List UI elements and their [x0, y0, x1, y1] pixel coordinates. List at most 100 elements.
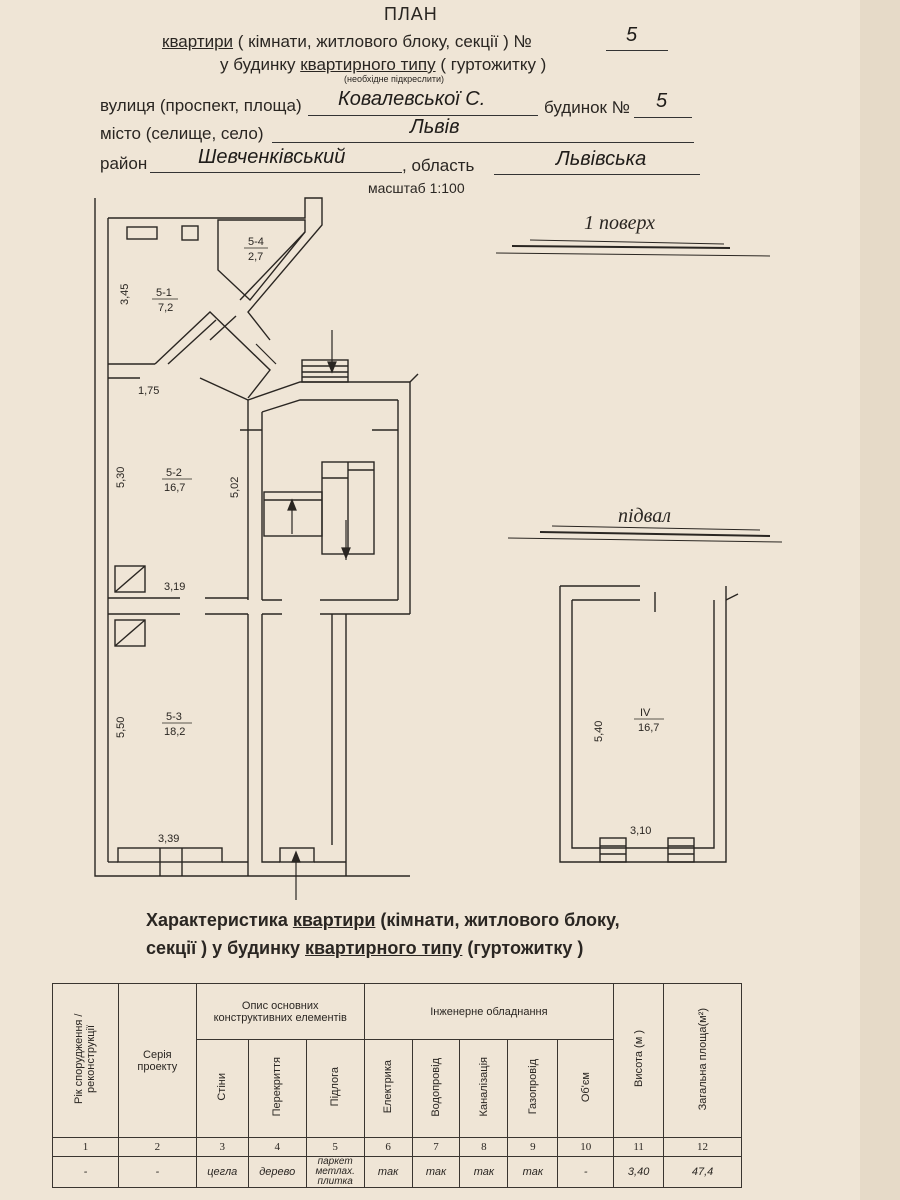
city-fill-line: [272, 142, 694, 143]
value-floor: паркет метлах. плитка: [305, 1156, 365, 1188]
table-value-row: - - цегла дерево паркет метлах. плитка т…: [52, 1156, 742, 1188]
header-construct-group-text: Опис основних конструктивних елементів: [213, 999, 347, 1024]
header-electric-text: Електрика: [382, 1060, 395, 1114]
heading-2-part-c: (гуртожитку ): [462, 938, 584, 958]
house-label: будинок №: [544, 98, 630, 117]
value-floors-over: дерево: [247, 1156, 307, 1188]
col-number: 1: [52, 1137, 119, 1157]
district-value: Шевченківський: [198, 146, 346, 168]
room-5-4-id: 5-4: [248, 236, 264, 248]
header-year: Рік спорудження / реконструкції: [52, 983, 119, 1138]
table-header-row-2: Стіни Перекриття Підлога Електрика Водоп…: [53, 1039, 742, 1138]
header-sewer: Каналізація: [459, 1039, 509, 1138]
dim-5-3-width: 3,39: [158, 833, 179, 845]
header-engineering-group-text: Інженерне обладнання: [430, 1005, 548, 1018]
header-height-text: Висота (м ): [632, 1030, 645, 1088]
characteristics-heading-1: Характеристика квартири (кімнати, житлов…: [146, 910, 620, 931]
region-fill-line: [494, 174, 700, 175]
header-walls: Стіни: [195, 1039, 249, 1138]
table-number-row: 1 2 3 4 5 6 7 8 9 10 11 12: [52, 1137, 742, 1157]
street-label: вулиця (проспект, площа): [100, 96, 302, 115]
room-5-2-id: 5-2: [166, 467, 182, 479]
header-water-text: Водопровід: [430, 1057, 442, 1117]
header-engineering-group: Інженерне обладнання: [363, 982, 615, 1041]
header-apartment-word: квартири: [162, 32, 234, 51]
basement-label: підвал: [618, 505, 671, 527]
dim-5-2-width: 3,19: [164, 581, 185, 593]
heading-1-part-b: квартири: [292, 910, 376, 930]
region-label: , область: [402, 156, 475, 175]
room-5-3-id: 5-3: [166, 711, 182, 723]
room-IV-area: 16,7: [638, 722, 659, 734]
col-number: 2: [117, 1137, 197, 1157]
room-5-2-area: 16,7: [164, 482, 185, 494]
heading-1-part-a: Характеристика: [146, 910, 293, 930]
room-5-1-id: 5-1: [156, 287, 172, 299]
dim-IV-height: 5,40: [593, 721, 605, 742]
floor-1-label: 1 поверх: [584, 212, 656, 234]
header-water: Водопровід: [411, 1039, 461, 1138]
district-fill-line: [150, 172, 402, 173]
col-number: 5: [305, 1137, 365, 1157]
header-area-text: Загальна площа(м²): [696, 1007, 709, 1111]
col-number: 12: [663, 1137, 742, 1157]
value-gas: так: [507, 1156, 559, 1188]
page-edge: [860, 0, 900, 1200]
header-walls-text: Стіни: [216, 1073, 229, 1101]
header-line-1-rest: ( кімнати, житлового блоку, секції ) №: [237, 32, 532, 51]
header-line-2: у будинку квартирного типу ( гуртожитку …: [220, 55, 546, 75]
header-area: Загальна площа(м²): [663, 983, 742, 1138]
header-year-text: Рік спорудження / реконструкції: [73, 1013, 98, 1105]
col-number: 3: [195, 1137, 249, 1157]
room-IV-id: IV: [640, 707, 651, 719]
value-walls: цегла: [195, 1156, 249, 1188]
apartment-number: 5: [626, 24, 638, 46]
value-volume: -: [557, 1156, 615, 1188]
value-area: 47,4: [663, 1156, 742, 1188]
table-header-row-1: Рік спорудження / реконструкції Серія пр…: [52, 982, 742, 1138]
underline-note: (необхідне підкреслити): [344, 74, 445, 84]
header-gas: Газопровід: [507, 1039, 559, 1138]
header-height: Висота (м ): [613, 983, 665, 1138]
dim-5-2-inner-height: 5,02: [229, 477, 241, 498]
value-year: -: [52, 1156, 119, 1188]
plan-arrows: [255, 330, 351, 900]
header-series-text: Серія проекту: [137, 1048, 178, 1073]
header-gas-text: Газопровід: [526, 1059, 539, 1115]
plan-walls: [94, 197, 739, 877]
room-5-1-area: 7,2: [158, 302, 173, 314]
characteristics-heading-2: секції ) у будинку квартирного типу (гур…: [146, 938, 583, 959]
floor-plan-drawing: 5-4 2,7 5-1 7,2 5-2 16,7 5-3 18,2 IV 16,…: [94, 197, 739, 900]
header-line-1: квартири ( кімнати, житлового блоку, сек…: [162, 32, 532, 52]
house-value: 5: [656, 90, 668, 112]
house-fill-line: [634, 117, 692, 118]
characteristics-table: Рік спорудження / реконструкції Серія пр…: [52, 982, 742, 1188]
col-number: 6: [363, 1137, 413, 1157]
heading-2-part-a: секції ) у будинку: [146, 938, 305, 958]
value-electric: так: [363, 1156, 413, 1188]
street-fill-line: [308, 115, 538, 116]
header-floor: Підлога: [305, 1039, 365, 1138]
room-5-4-area: 2,7: [248, 251, 263, 263]
col-number: 7: [411, 1137, 461, 1157]
dim-5-1-width: 1,75: [138, 385, 159, 397]
heading-2-part-b: квартирного типу: [305, 938, 463, 958]
header-floor-text: Підлога: [329, 1067, 342, 1107]
value-series: -: [117, 1156, 197, 1188]
room-5-3-area: 18,2: [164, 726, 185, 738]
city-value: Львів: [410, 116, 460, 138]
header-volume: Об'єм: [557, 1039, 615, 1138]
dim-5-1-height: 3,45: [119, 284, 131, 305]
col-number: 10: [557, 1137, 615, 1157]
value-water: так: [411, 1156, 461, 1188]
document-title: ПЛАН: [384, 4, 438, 24]
dim-IV-width: 3,10: [630, 825, 651, 837]
col-number: 8: [459, 1137, 509, 1157]
scale-label: масштаб 1:100: [368, 180, 465, 196]
col-number: 4: [247, 1137, 307, 1157]
header-construct-group: Опис основних конструктивних елементів: [195, 982, 365, 1041]
number-fill-line: [606, 50, 668, 51]
header-floors-over-text: Перекриття: [271, 1057, 284, 1117]
header-building-type: квартирного типу: [300, 55, 436, 74]
